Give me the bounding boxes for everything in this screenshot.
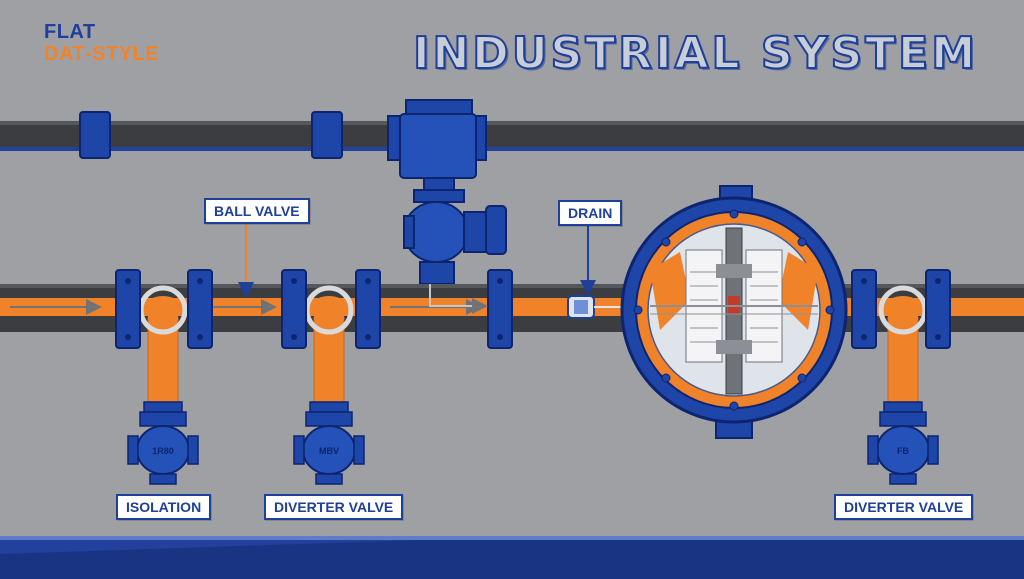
drain-fitting	[567, 295, 630, 319]
main-pipe-flange	[851, 269, 877, 349]
label-drain: DRAIN	[558, 200, 623, 226]
label-isolation: ISOLATION	[116, 494, 212, 520]
lower-valve: 1R80	[127, 401, 199, 485]
label-diverter-valve: DIVERTER VALVE	[834, 494, 974, 520]
valve-body-text: 1R80	[152, 446, 174, 456]
top-pipe	[0, 121, 1024, 151]
bypass-line	[429, 284, 488, 314]
top-pipe-flange	[311, 111, 343, 159]
main-pipe-flange	[355, 269, 381, 349]
top-pipe-flange	[79, 111, 111, 159]
main-pipe-flange	[281, 269, 307, 349]
top-valve-assembly	[387, 99, 507, 314]
main-pipe-flange	[187, 269, 213, 349]
label-ball-valve: BALL VALVE	[204, 198, 310, 224]
brand-logo: FLAT DAT‑STYLE	[44, 22, 159, 64]
page-title: INDUSTRIAL SYSTEM	[412, 27, 978, 80]
lower-valve: MBV	[293, 401, 365, 485]
brand-line-2: DAT‑STYLE	[44, 43, 160, 65]
bottom-band	[0, 536, 1024, 579]
lower-valve: FB	[867, 401, 939, 485]
cross-section-vessel	[620, 185, 848, 439]
brand-line-1: FLAT	[44, 21, 96, 43]
valve-body-text: MBV	[319, 446, 339, 456]
main-pipe-flange	[487, 269, 513, 349]
main-pipe-flange	[925, 269, 951, 349]
main-pipe-flange	[115, 269, 141, 349]
label-diverter-valve: DIVERTER VALVE	[264, 494, 404, 520]
valve-body-text: FB	[897, 446, 909, 456]
